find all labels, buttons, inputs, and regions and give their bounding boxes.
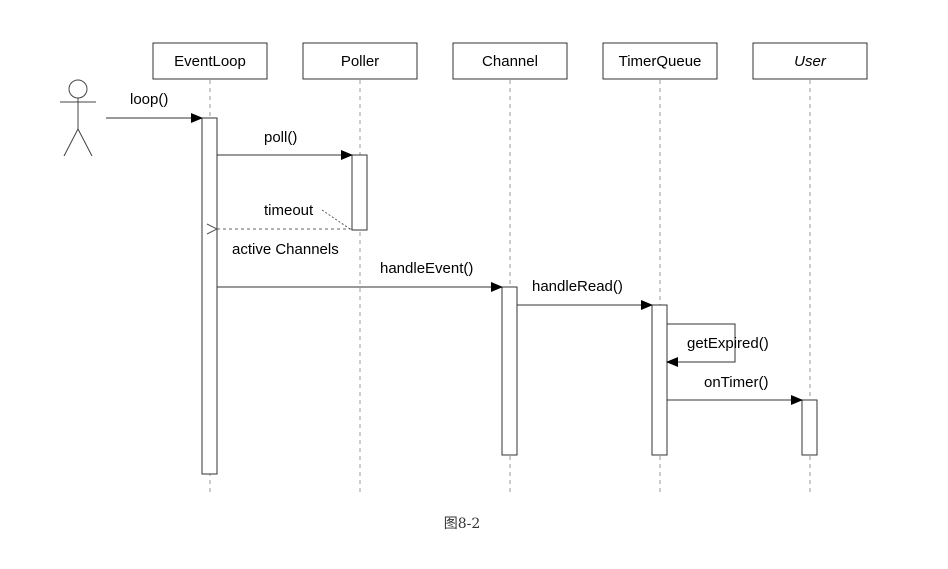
actor-icon xyxy=(60,79,96,157)
message-label-on-timer: onTimer() xyxy=(704,374,768,391)
activation-poller xyxy=(351,154,368,231)
participant-label: EventLoop xyxy=(174,53,246,70)
participant-channel: Channel xyxy=(452,42,568,80)
participant-user: User xyxy=(752,42,868,80)
participant-poller: Poller xyxy=(302,42,418,80)
participant-label: User xyxy=(794,53,827,70)
message-label-handle-read: handleRead() xyxy=(532,278,623,295)
participant-timerqueue: TimerQueue xyxy=(602,42,718,80)
figure-caption: 图8-2 xyxy=(444,516,481,532)
message-label-loop: loop() xyxy=(130,91,168,108)
participant-label: Channel xyxy=(482,53,538,70)
message-get-expired xyxy=(666,323,736,367)
activation-user xyxy=(801,399,818,456)
message-label-handle-event: handleEvent() xyxy=(380,260,473,277)
activation-eventloop xyxy=(201,117,218,475)
message-label-get-expired: getExpired() xyxy=(687,335,769,352)
participant-label: Poller xyxy=(341,53,379,70)
activation-timerqueue xyxy=(651,304,668,456)
note-connector xyxy=(321,209,351,230)
note-timeout: timeout xyxy=(264,202,314,219)
participant-eventloop: EventLoop xyxy=(152,42,268,80)
participant-label: TimerQueue xyxy=(619,53,702,70)
message-label-poll: poll() xyxy=(264,129,297,146)
message-label-active-channels: active Channels xyxy=(232,241,339,258)
activation-channel xyxy=(501,286,518,456)
